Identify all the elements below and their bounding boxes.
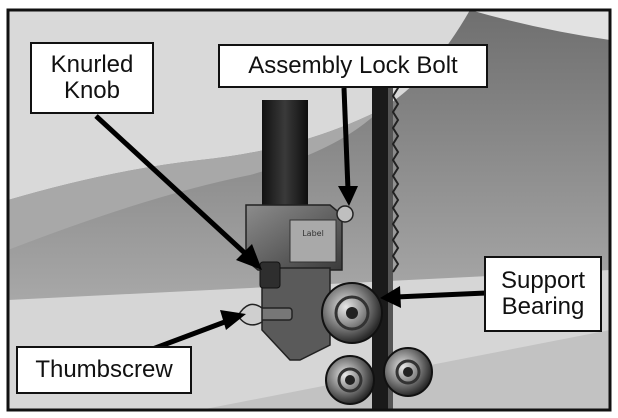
- housing-label-text: Label: [302, 229, 324, 238]
- thumbscrew-callout: Thumbscrew: [16, 346, 192, 394]
- leader-arrows: [94, 87, 487, 353]
- support-bearing-arrow: [395, 290, 487, 300]
- frame-border: [6, 8, 612, 412]
- thumbscrew-arrowhead: [220, 310, 246, 330]
- lock-bolt-arrowhead: [338, 186, 358, 206]
- knurled-knob-arrowhead: [236, 244, 262, 270]
- support-bearings: [321, 282, 433, 405]
- assembly-lock-bolt-callout: Assembly Lock Bolt: [218, 44, 488, 88]
- support-bearing-callout: Support Bearing: [484, 256, 602, 332]
- guide-block-assembly: Label: [245, 204, 354, 361]
- knurled-knob-callout: Knurled Knob: [30, 42, 154, 114]
- thumbscrew-arrow: [149, 317, 231, 353]
- lock-bolt-arrow: [341, 87, 351, 191]
- thumbscrew-part: [237, 303, 293, 326]
- knurled-knob-arrow: [94, 114, 250, 258]
- support-bearing-arrowhead: [380, 286, 401, 308]
- lock-bolt-head: [336, 205, 354, 223]
